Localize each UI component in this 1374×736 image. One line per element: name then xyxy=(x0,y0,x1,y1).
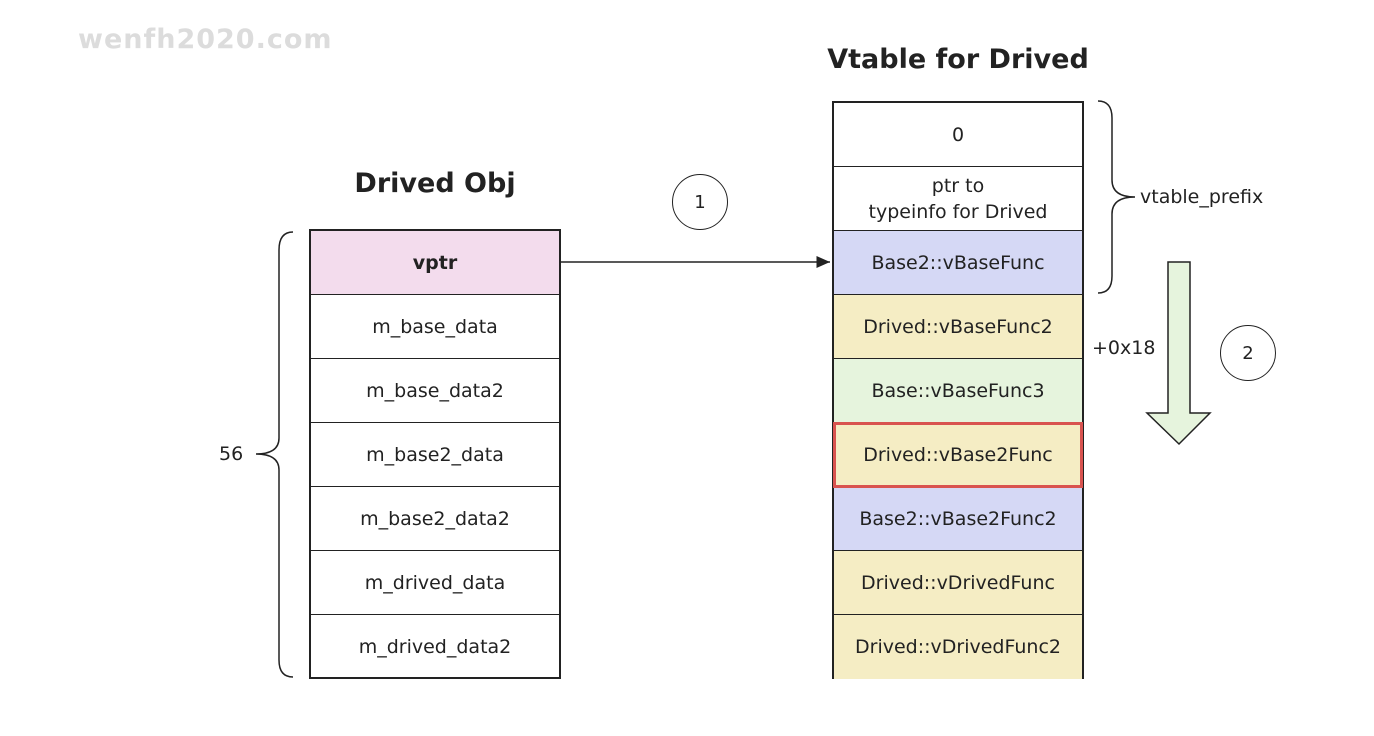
vtable-prefix-brace xyxy=(1097,100,1136,294)
vtable-entry: Base2::vBase2Func2 xyxy=(834,487,1082,551)
down-arrow xyxy=(1145,261,1212,446)
watermark: wenfh2020.com xyxy=(78,24,333,55)
vtable-prefix-label: vtable_prefix xyxy=(1140,186,1264,208)
vtable-entry: Drived::vBaseFunc2 xyxy=(834,295,1082,359)
vtable-entry-highlighted: Drived::vBase2Func xyxy=(833,422,1083,488)
vtable-entry-offset: 0 xyxy=(834,103,1082,167)
object-field: m_base2_data xyxy=(311,423,559,487)
object-title: Drived Obj xyxy=(354,168,516,199)
object-field-vptr: vptr xyxy=(311,231,559,295)
object-field: m_drived_data2 xyxy=(358,636,512,658)
vtable-entry: Drived::vDrivedFunc xyxy=(834,551,1082,615)
vtable-entry: Base::vBaseFunc3 xyxy=(834,359,1082,423)
vtable-entry: Base2::vBaseFunc xyxy=(834,231,1082,295)
object-layout-table: vptr m_base_data m_base_data2 m_base2_da… xyxy=(309,229,561,679)
object-field: m_drived_data xyxy=(311,551,559,615)
step-marker-1: 1 xyxy=(672,174,728,230)
object-field: m_base_data2 xyxy=(311,359,559,423)
vtable-table: 0 ptr to typeinfo for Drived Base2::vBas… xyxy=(832,101,1084,679)
offset-label: +0x18 xyxy=(1092,337,1156,359)
object-field: m_base_data xyxy=(311,295,559,359)
object-size-brace xyxy=(255,231,294,678)
object-size-label: 56 xyxy=(219,443,244,465)
step-marker-2: 2 xyxy=(1220,325,1276,381)
vtable-title: Vtable for Drived xyxy=(827,44,1089,75)
object-field: m_base2_data2 xyxy=(311,487,559,551)
vtable-entry: Drived::vDrivedFunc2 xyxy=(834,615,1082,679)
vtable-entry-typeinfo: ptr to typeinfo for Drived xyxy=(834,167,1082,231)
